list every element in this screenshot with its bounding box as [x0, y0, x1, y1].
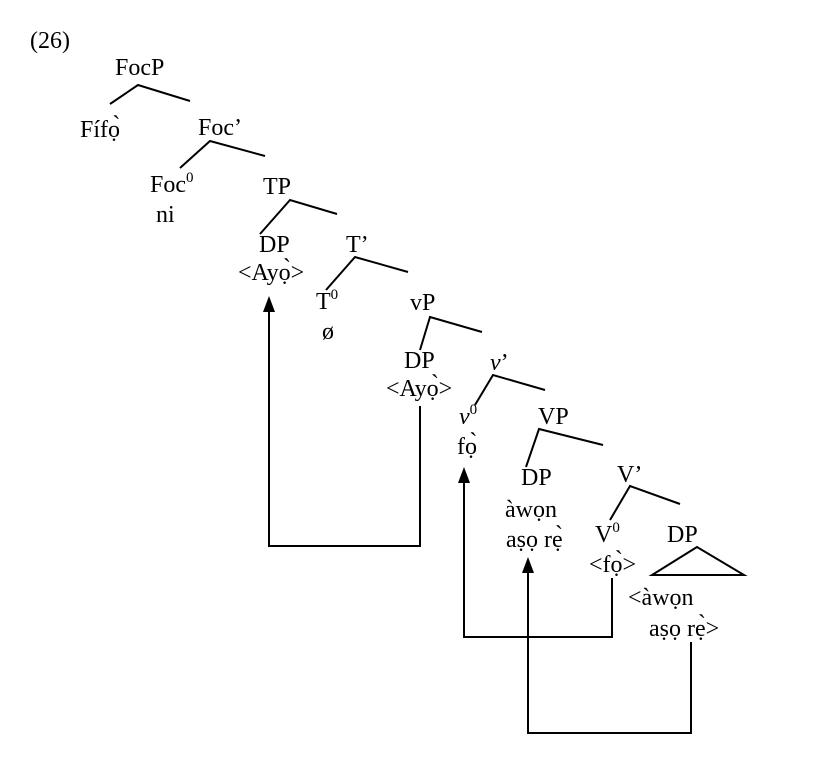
verb-movement-arrowhead [458, 467, 470, 483]
object-movement-arrowhead [522, 557, 534, 573]
node-foc-bar: Foc’ [198, 115, 242, 141]
object-movement-line [527, 570, 692, 734]
node-big-v-bar: V’ [617, 462, 642, 488]
node-dp-spec-little-vp: DP [404, 348, 435, 374]
little-vp-branch [419, 315, 483, 351]
node-awon-copy: <àwọn [628, 585, 694, 611]
dp-triangle [648, 545, 748, 576]
movement-arrows [263, 296, 692, 734]
node-little-v-bar: v’ [490, 350, 509, 376]
node-aso-re: aṣọ rẹ̀ [506, 526, 563, 553]
node-ayo-copy-tp: <Ayọ̀> [238, 259, 304, 286]
node-foc0: Foc0 [150, 170, 194, 198]
node-dp-complement: DP [667, 522, 698, 548]
node-big-vp: VP [538, 404, 569, 430]
t-bar-branch [325, 255, 409, 291]
node-fo-verb: fọ̀ [457, 433, 477, 460]
tree-branches [109, 83, 748, 576]
node-fifo: Fífọ̀ [80, 116, 120, 143]
example-number: (26) [30, 28, 70, 54]
node-little-vp: vP [410, 290, 435, 316]
node-awon: àwọn [505, 497, 557, 523]
focp-branch [109, 83, 191, 105]
node-ni: ni [156, 202, 175, 228]
node-aso-re-copy: aṣọ rẹ̀> [649, 615, 719, 642]
node-fo-copy: <fọ̀> [589, 551, 636, 578]
node-dp-spec-tp: DP [259, 232, 290, 258]
node-dp-spec-big-vp: DP [521, 465, 552, 491]
node-focp: FocP [115, 55, 164, 81]
subject-movement-line [268, 310, 421, 547]
node-tp: TP [263, 174, 291, 200]
little-v-bar-branch [474, 373, 546, 406]
foc-bar-branch [179, 139, 266, 169]
verb-movement-line [463, 480, 613, 638]
big-vp-branch [525, 427, 604, 468]
big-v-bar-branch [609, 484, 681, 521]
node-ayo-copy-vp: <Ayọ̀> [386, 375, 452, 402]
node-null-t: ø [322, 319, 334, 345]
tp-branch [259, 198, 338, 235]
tree-nodes: FocP Fífọ̀ Foc’ Foc0 ni TP DP <Ayọ̀> T’ … [80, 55, 719, 642]
subject-movement-arrowhead [263, 296, 275, 312]
node-t0: T0 [316, 287, 338, 315]
node-t-bar: T’ [346, 232, 369, 258]
node-big-v0: V0 [595, 520, 620, 548]
node-little-v0: v0 [459, 402, 477, 430]
